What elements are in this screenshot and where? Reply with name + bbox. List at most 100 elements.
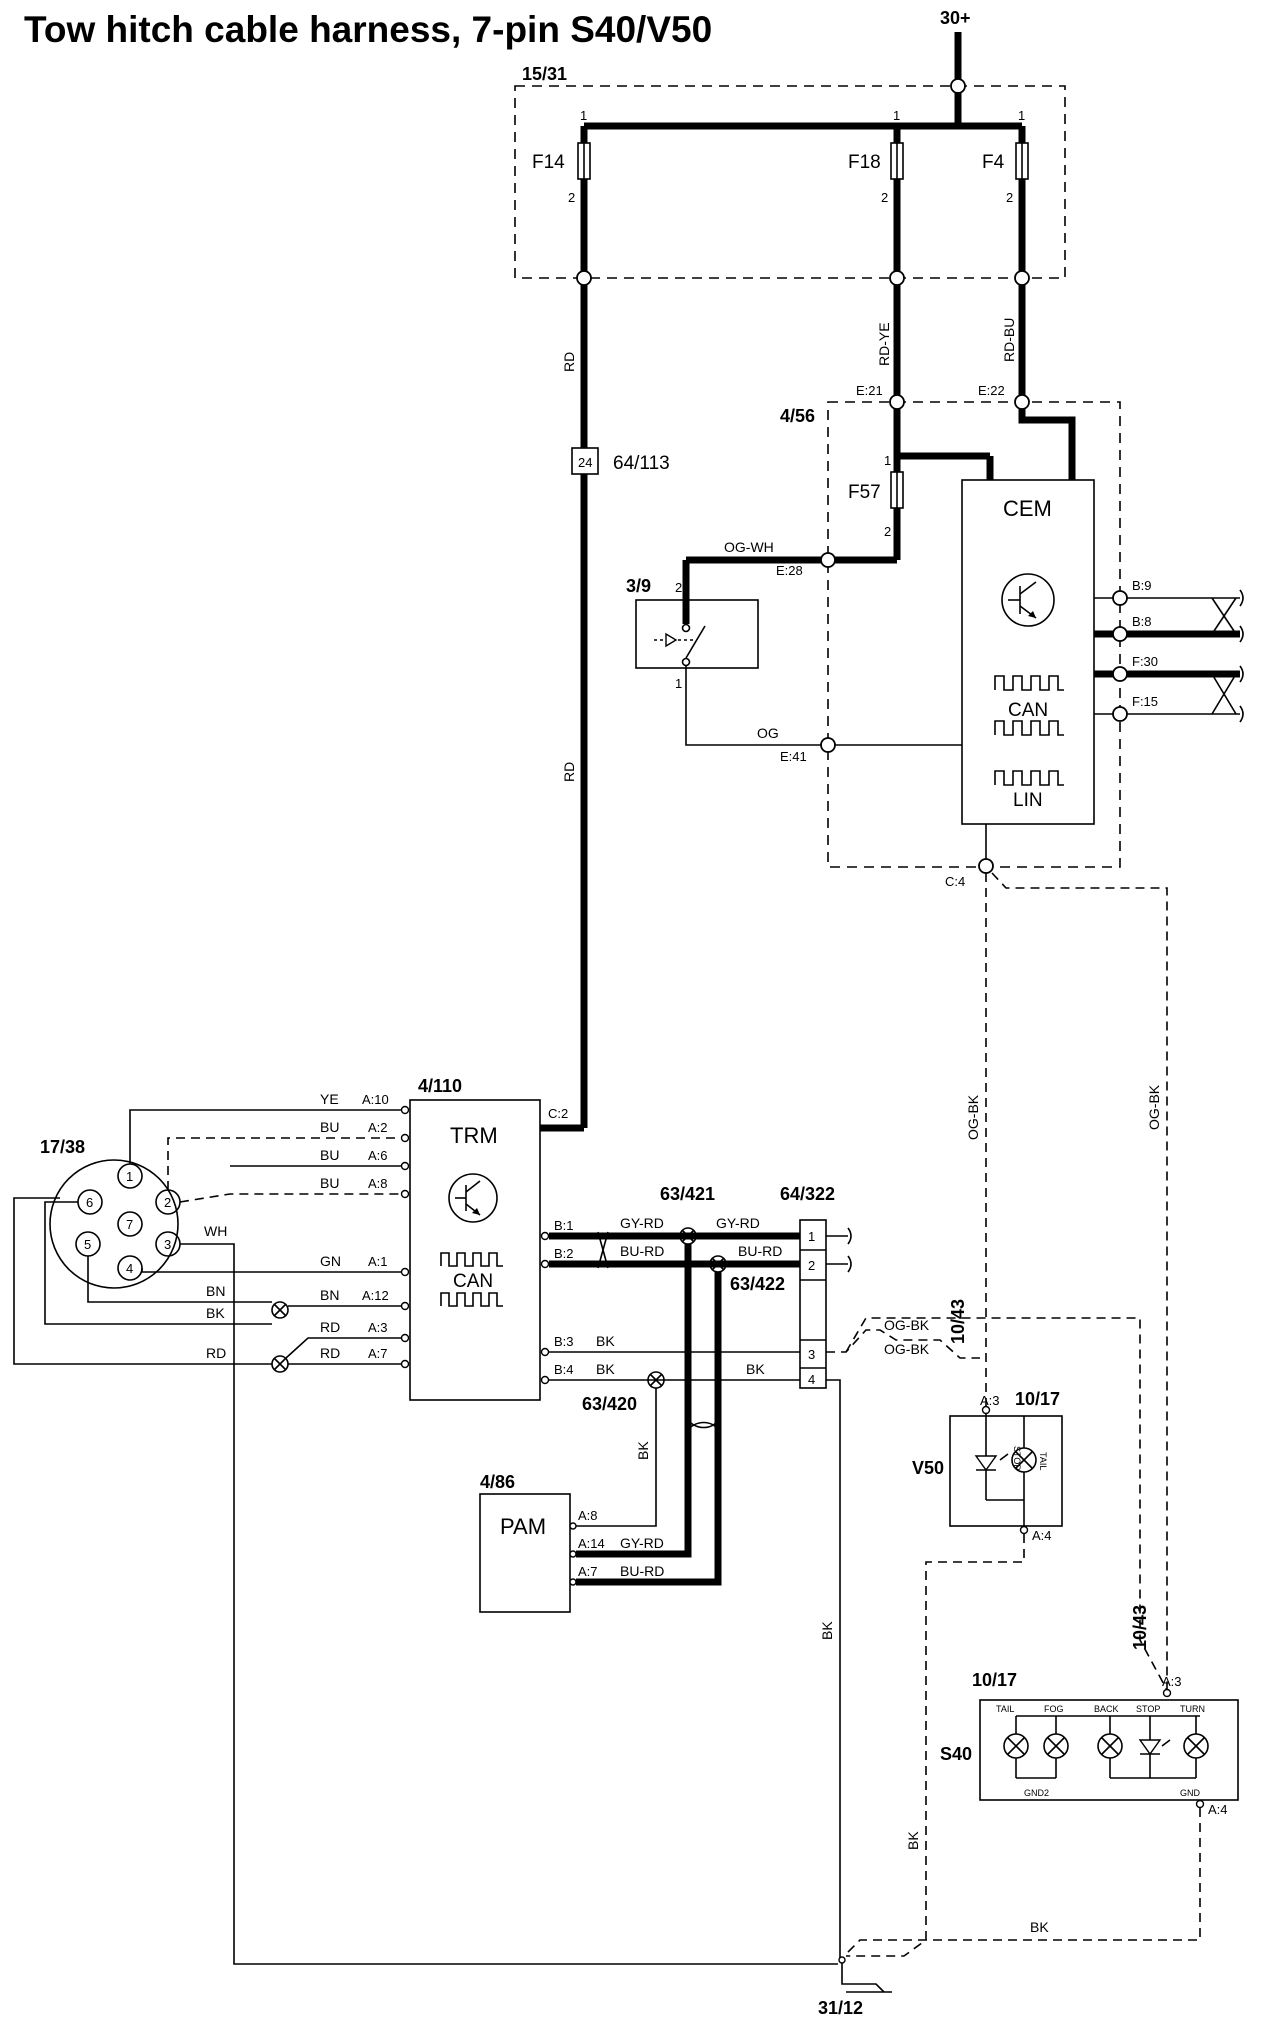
wire-bu-a6-label: BU — [320, 1147, 339, 1163]
pin-c2: C:2 — [548, 1106, 568, 1121]
cem-label: CEM — [1003, 496, 1052, 521]
switch-pin1: 1 — [675, 676, 682, 691]
connector-64-322 — [799, 1219, 827, 1389]
lamp-v50-pin-a3-dot — [981, 1405, 991, 1415]
back-bulb-icon — [1097, 1733, 1123, 1759]
lamp-v50-module — [949, 1415, 1063, 1527]
fuse-f14-pin1: 1 — [580, 108, 587, 123]
wire-rd-a3-label: RD — [320, 1319, 340, 1335]
pin-e28: E:28 — [776, 563, 803, 578]
splice-a7-x2 — [273, 1357, 287, 1371]
trm-can-label: CAN — [453, 1271, 493, 1292]
trm-left-pin-dots — [400, 1105, 410, 1369]
lamp-s40-variant: S40 — [940, 1744, 972, 1764]
tail-bulb-icon-s40 — [1003, 1733, 1029, 1759]
cem-box-ref: 4/56 — [780, 406, 815, 426]
node-f15 — [1112, 706, 1128, 722]
lamp-s40-pin-a4-dot — [1195, 1799, 1205, 1809]
fuse-f57-pin2: 2 — [884, 524, 891, 539]
fuse-f14-pin2: 2 — [568, 190, 575, 205]
wire-og-wh-label: OG-WH — [724, 539, 774, 555]
wire-rd-ye-label: RD-YE — [876, 322, 892, 366]
wire-rd-label-lower: RD — [561, 762, 577, 782]
pin-a3: A:3 — [368, 1320, 388, 1335]
pin-a1: A:1 — [368, 1254, 388, 1269]
wire-bk-socket — [44, 1201, 272, 1325]
socket-pin-2: 2 — [164, 1195, 171, 1210]
lamp-v50-variant: V50 — [912, 1458, 944, 1478]
fuse-f57-pin1: 1 — [884, 453, 891, 468]
fuse-f18-pin2: 2 — [881, 190, 888, 205]
wire-rd-a3 — [285, 1337, 401, 1359]
lamp-s40-pin-a3-dot — [1162, 1688, 1172, 1698]
socket-pin-5: 5 — [84, 1237, 91, 1252]
splice-420-x2 — [649, 1373, 663, 1387]
pin-a6: A:6 — [368, 1148, 388, 1163]
s40-gnd-label: GND — [1180, 1788, 1201, 1798]
node-e28 — [820, 552, 836, 568]
connector-64-322-pin1: 1 — [808, 1229, 815, 1244]
node-e21 — [889, 394, 905, 410]
turn-bulb-icon — [1183, 1733, 1209, 1759]
wire-bu-rd-pam — [576, 1272, 722, 1586]
wire-og-bk-label-1: OG-BK — [884, 1317, 930, 1333]
fuse-f4-label: F4 — [982, 152, 1005, 173]
wire-bu-rd-label: BU-RD — [620, 1243, 664, 1259]
node-f4-out — [1014, 270, 1030, 286]
cem-box-outline — [827, 401, 1121, 868]
pam-module — [479, 1493, 571, 1613]
diagram-title: Tow hitch cable harness, 7-pin S40/V50 — [24, 9, 712, 50]
trm-ref: 4/110 — [418, 1076, 462, 1096]
wire-og-label: OG — [757, 725, 779, 741]
wire-bk-s40-ground — [845, 1808, 1201, 1955]
pam-pin-dots — [569, 1522, 577, 1586]
node-b9 — [1112, 590, 1128, 606]
twist-marker-pam — [687, 1419, 719, 1431]
wire-bn-a12-label: BN — [320, 1287, 339, 1303]
twist-marker-trm — [597, 1231, 609, 1269]
splice-420-ref: 63/420 — [582, 1394, 637, 1414]
tail-bulb-icon — [986, 1416, 1037, 1501]
pin-a12: A:12 — [362, 1288, 389, 1303]
wire-rd-a7-label: RD — [320, 1345, 340, 1361]
pin-a7: A:7 — [368, 1346, 388, 1361]
pin-b8: B:8 — [1132, 614, 1152, 629]
supply-node — [950, 78, 966, 94]
pin-b3: B:3 — [554, 1334, 574, 1349]
trm-module — [409, 1099, 541, 1401]
socket-pin-4: 4 — [126, 1261, 133, 1276]
pam-label: PAM — [500, 1514, 546, 1539]
switch-3-9 — [635, 599, 759, 669]
trm-transistor-icon — [448, 1173, 498, 1223]
wire-rd-socket — [13, 1197, 272, 1365]
connector-64-322-pin2: 2 — [808, 1258, 815, 1273]
lamp-v50-conn: 10/43 — [948, 1299, 968, 1344]
wire-bk-pam-label: BK — [635, 1441, 651, 1460]
pin-f15: F:15 — [1132, 694, 1158, 709]
ground-ref: 31/12 — [818, 1998, 863, 2018]
wire-bu-rd-label-2: BU-RD — [738, 1243, 782, 1259]
node-f30 — [1112, 666, 1128, 682]
wire-og-bk-s40-label: OG-BK — [1146, 1084, 1162, 1130]
supply-label: 30+ — [940, 8, 971, 28]
pin-c4: C:4 — [945, 874, 965, 889]
wire-bu-a2 — [167, 1137, 401, 1190]
wire-gy-rd-pam-label: GY-RD — [620, 1535, 664, 1551]
fuse-f4: F4 1 2 — [982, 108, 1029, 272]
pin-b4: B:4 — [554, 1362, 574, 1377]
fuse-f18-pin1: 1 — [893, 108, 900, 123]
twisted-pair-bus-2 — [1127, 665, 1244, 723]
connector-64-322-ref: 64/322 — [780, 1184, 835, 1204]
socket-17-38 — [49, 1159, 179, 1289]
connector-64-113-ref: 64/113 — [613, 453, 670, 474]
pin-e41: E:41 — [780, 749, 807, 764]
pam-pin-a14: A:14 — [578, 1536, 605, 1551]
stop-led-icon-s40 — [1138, 1739, 1171, 1756]
transistor-icon — [1001, 573, 1055, 627]
pam-pin-a7: A:7 — [578, 1564, 598, 1579]
fuse-f18-label: F18 — [848, 152, 881, 173]
wire-bu-a8 — [179, 1193, 401, 1203]
lamp-v50-pin-a3: A:3 — [980, 1393, 1000, 1408]
pin-a10: A:10 — [362, 1092, 389, 1107]
can-waveform-icon — [994, 675, 1064, 736]
